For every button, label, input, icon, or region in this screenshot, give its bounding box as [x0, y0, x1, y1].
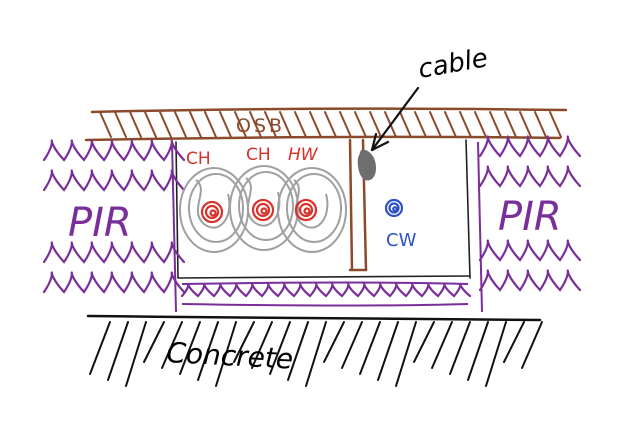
pipe-lagging [179, 165, 347, 253]
pir-insulation-left [42, 139, 186, 313]
pir-insulation-bottom [180, 281, 472, 307]
osb-board [84, 107, 568, 142]
osb-label: OSB [236, 115, 285, 137]
pir-label-right: PIR [498, 194, 562, 240]
concrete-slab [86, 314, 543, 387]
cable-label: cable [416, 43, 490, 85]
concrete-label: Concrete [166, 336, 294, 376]
cold-water-pipe [384, 198, 404, 218]
hw-label: HW [288, 145, 319, 165]
ch-label-left: CH [186, 149, 211, 169]
cable-icon [357, 149, 376, 181]
cw-label: CW [386, 230, 417, 251]
void-outline [175, 139, 471, 279]
hot-pipes [200, 198, 318, 224]
ch-label-middle: CH [246, 145, 271, 165]
pir-insulation-right [477, 135, 582, 313]
pir-label-left: PIR [68, 200, 132, 246]
cable-arrow [370, 86, 420, 152]
